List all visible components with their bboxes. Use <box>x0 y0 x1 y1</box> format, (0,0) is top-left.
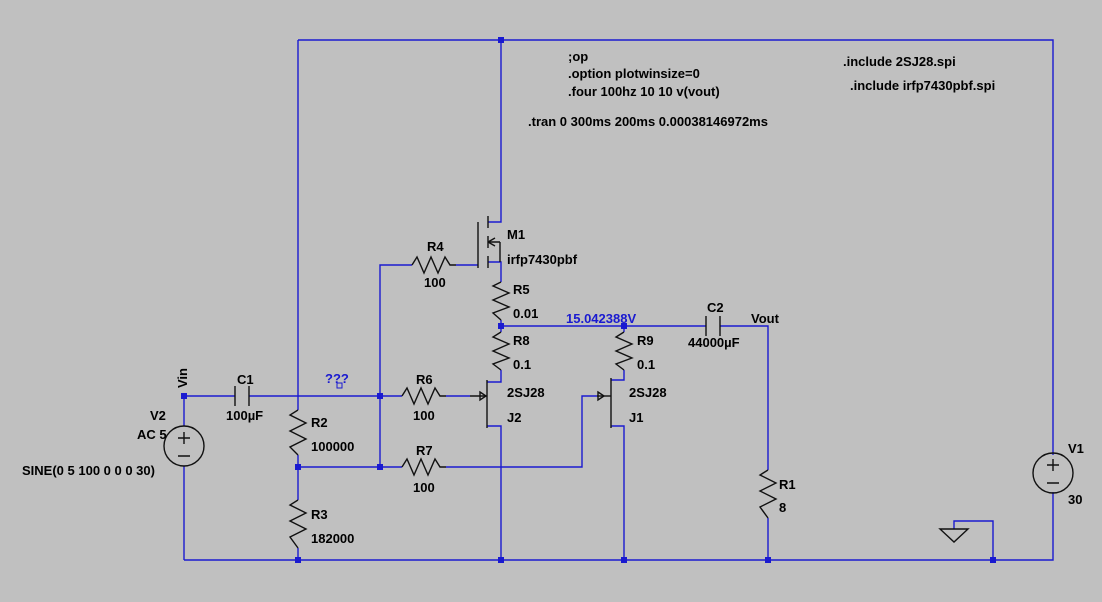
node <box>621 557 627 563</box>
resistor-r9[interactable] <box>614 331 634 371</box>
node <box>295 464 301 470</box>
node <box>377 393 383 399</box>
r5-name: R5 <box>513 282 530 297</box>
directive-tran[interactable]: .tran 0 300ms 200ms 0.00038146972ms <box>528 114 768 129</box>
r2-value: 100000 <box>311 439 354 454</box>
r1-value: 8 <box>779 500 786 515</box>
jfet-j2[interactable] <box>470 380 488 428</box>
r6-name: R6 <box>416 372 433 387</box>
voltage-source-v2[interactable] <box>163 425 205 467</box>
net-label-vout[interactable]: Vout <box>751 311 780 326</box>
node <box>498 557 504 563</box>
c1-value: 100µF <box>226 408 263 423</box>
j2-value: 2SJ28 <box>507 385 545 400</box>
node <box>765 557 771 563</box>
resistor-r6[interactable] <box>401 386 446 406</box>
j1-name: J1 <box>629 410 643 425</box>
node <box>181 393 187 399</box>
directive-op[interactable]: ;op <box>568 49 588 64</box>
resistor-r8[interactable] <box>491 331 511 371</box>
r8-value: 0.1 <box>513 357 531 372</box>
v2-value: AC 5 <box>137 427 167 442</box>
r7-name: R7 <box>416 443 433 458</box>
r2-name: R2 <box>311 415 328 430</box>
directive-include-2sj28[interactable]: .include 2SJ28.spi <box>843 54 956 69</box>
junction-nodes <box>181 37 996 563</box>
j2-name: J2 <box>507 410 521 425</box>
capacitor-c1[interactable] <box>234 386 250 406</box>
jfet-j1[interactable] <box>597 378 612 428</box>
r8-name: R8 <box>513 333 530 348</box>
c2-name: C2 <box>707 300 724 315</box>
node <box>295 557 301 563</box>
m1-name: M1 <box>507 227 525 242</box>
directive-option[interactable]: .option plotwinsize=0 <box>568 66 700 81</box>
r4-value: 100 <box>424 275 446 290</box>
ground-icon[interactable] <box>938 528 970 543</box>
r4-name: R4 <box>427 239 444 254</box>
resistor-r5[interactable] <box>491 281 511 321</box>
r7-value: 100 <box>413 480 435 495</box>
voltage-readout: 15.042388V <box>566 311 636 326</box>
v1-value: 30 <box>1068 492 1082 507</box>
r9-value: 0.1 <box>637 357 655 372</box>
j1-value: 2SJ28 <box>629 385 667 400</box>
mosfet-m1[interactable] <box>477 216 501 268</box>
c1-name: C1 <box>237 372 254 387</box>
resistor-r7[interactable] <box>401 457 446 477</box>
voltage-source-v1[interactable] <box>1032 452 1074 494</box>
resistor-r2[interactable] <box>288 409 308 456</box>
r5-value: 0.01 <box>513 306 538 321</box>
directive-include-irfp7430[interactable]: .include irfp7430pbf.spi <box>850 78 995 93</box>
node <box>990 557 996 563</box>
r9-name: R9 <box>637 333 654 348</box>
resistor-r3[interactable] <box>288 499 308 549</box>
node <box>498 37 504 43</box>
resistor-r1[interactable] <box>758 469 778 519</box>
capacitor-c2[interactable] <box>705 316 721 336</box>
unknown-net-marker <box>336 382 343 389</box>
r1-name: R1 <box>779 477 796 492</box>
net-label-unknown[interactable]: ??? <box>325 371 349 386</box>
directive-four[interactable]: .four 100hz 10 10 v(vout) <box>568 84 720 99</box>
m1-value: irfp7430pbf <box>507 252 578 267</box>
r3-value: 182000 <box>311 531 354 546</box>
resistor-r4[interactable] <box>411 255 456 275</box>
v2-name: V2 <box>150 408 166 423</box>
v1-name: V1 <box>1068 441 1084 456</box>
net-label-vin[interactable]: Vin <box>175 368 190 388</box>
node <box>621 323 627 329</box>
r3-name: R3 <box>311 507 328 522</box>
c2-value: 44000µF <box>688 335 740 350</box>
v2-source-function: SINE(0 5 100 0 0 0 30) <box>22 463 155 478</box>
r6-value: 100 <box>413 408 435 423</box>
node <box>377 464 383 470</box>
node <box>498 323 504 329</box>
